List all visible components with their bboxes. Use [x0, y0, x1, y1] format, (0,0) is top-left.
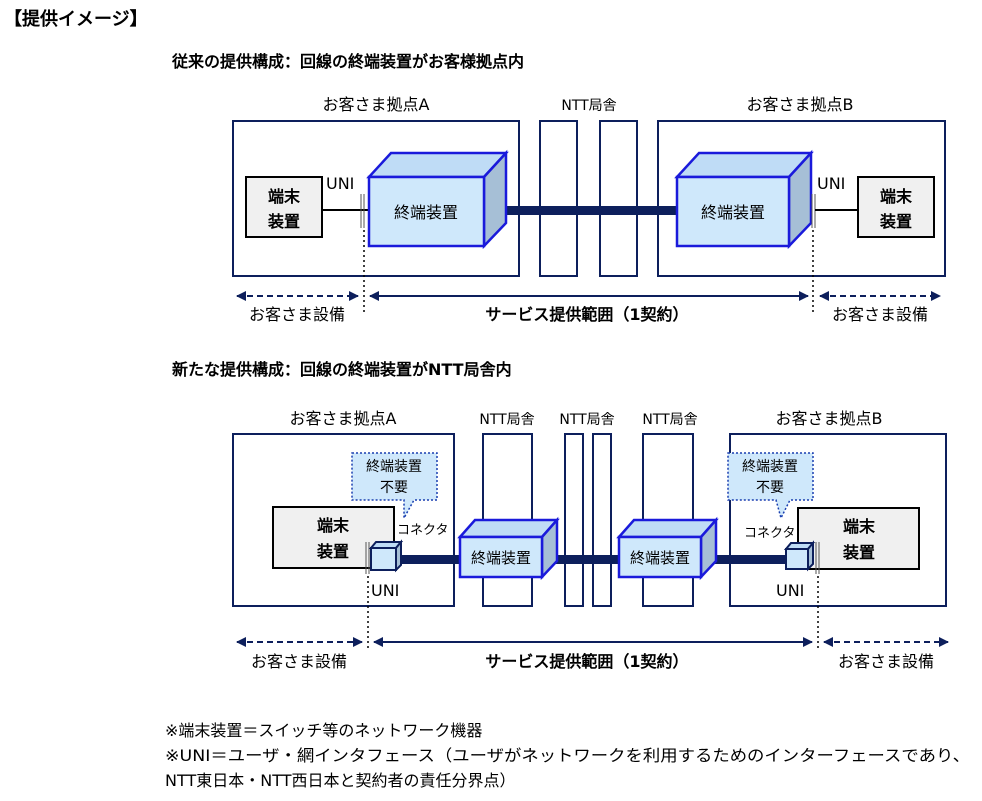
- legacy-site-b-box: [657, 120, 946, 277]
- new-terminal-b-line1: 端末: [843, 517, 876, 536]
- legacy-uni-b-label: UNI: [817, 174, 845, 193]
- new-heading: 新たな提供構成：回線の終端装置がNTT局舎内: [172, 360, 512, 379]
- new-site-b-box: [729, 433, 947, 607]
- new-customer-equipment-a: お客さま設備: [251, 652, 347, 671]
- legacy-site-b-label: お客さま拠点B: [747, 95, 854, 114]
- legacy-onu-b-label: 終端装置: [701, 203, 765, 222]
- legacy-terminal-a: [245, 176, 323, 238]
- legacy-customer-equipment-a: お客さま設備: [249, 305, 345, 324]
- legacy-uni-a-label: UNI: [326, 174, 354, 193]
- legacy-terminal-a-line1: 端末: [268, 187, 301, 206]
- legacy-terminal-b: [857, 176, 935, 238]
- page-title: 【提供イメージ】: [4, 8, 148, 30]
- new-ntt-label-1: NTT局舎: [479, 412, 534, 428]
- new-terminal-a-line1: 端末: [317, 516, 350, 535]
- new-site-a-box: [232, 433, 455, 607]
- legacy-terminal-b-line2: 装置: [879, 212, 912, 231]
- legacy-ntt-pillar: [599, 120, 638, 277]
- new-connector-a: [368, 539, 404, 573]
- new-customer-equipment-b: お客さま設備: [838, 652, 934, 671]
- new-balloon-a: 終端装置 不要: [351, 452, 438, 521]
- new-ntt-pillar: [592, 433, 612, 607]
- legacy-ntt-label: NTT局舎: [561, 98, 616, 114]
- new-onu-1-label: 終端装置: [471, 549, 531, 567]
- new-onu-1: 終端装置: [457, 516, 560, 581]
- new-onu-2: 終端装置: [616, 516, 719, 581]
- new-terminal-b-line2: 装置: [842, 543, 875, 562]
- legacy-site-a-box: [232, 120, 520, 277]
- legacy-site-a-label: お客さま拠点A: [323, 95, 430, 114]
- new-site-a-label: お客さま拠点A: [290, 409, 397, 428]
- new-diagram: お客さま拠点A NTT局舎 NTT局舎 NTT局舎 お客さま拠点B 端末 装置 …: [232, 409, 949, 671]
- new-balloon-b: 終端装置 不要: [727, 452, 814, 521]
- new-ntt-label-2: NTT局舎: [559, 412, 614, 428]
- new-connector-a-label: コネクタ: [397, 523, 448, 538]
- new-trunk-line: [400, 555, 790, 564]
- new-ntt-label-3: NTT局舎: [642, 412, 697, 428]
- legacy-onu-a: 終端装置: [366, 149, 509, 250]
- footnote-2: ※UNI＝ユーザ・網インタフェース（ユーザがネットワークを利用するためのインター…: [165, 746, 970, 765]
- new-ntt-pillar: [564, 433, 584, 607]
- legacy-terminal-b-line1: 端末: [880, 187, 913, 206]
- new-uni-a-label: UNI: [371, 581, 399, 600]
- legacy-onu-b: 終端装置: [674, 149, 814, 250]
- legacy-diagram: お客さま拠点A NTT局舎 お客さま拠点B 端末 装置 UNI 終端装置: [232, 95, 946, 324]
- footnotes: ※端末装置＝スイッチ等のネットワーク機器 ※UNI＝ユーザ・網インタフェース（ユ…: [165, 721, 970, 790]
- new-balloon-a-line2: 不要: [380, 480, 408, 496]
- new-balloon-b-line2: 不要: [756, 480, 784, 496]
- new-connector-b: [783, 540, 816, 572]
- new-balloon-a-line1: 終端装置: [366, 459, 422, 475]
- legacy-customer-equipment-b: お客さま設備: [832, 305, 928, 324]
- new-uni-b-label: UNI: [776, 581, 804, 600]
- legacy-service-scope-label: サービス提供範囲（1契約）: [485, 305, 688, 324]
- new-terminal-a-line2: 装置: [316, 542, 349, 561]
- legacy-heading: 従来の提供構成：回線の終端装置がお客様拠点内: [171, 52, 524, 71]
- footnote-1: ※端末装置＝スイッチ等のネットワーク機器: [165, 721, 482, 740]
- new-onu-2-label: 終端装置: [630, 549, 690, 567]
- new-site-b-label: お客さま拠点B: [776, 409, 883, 428]
- legacy-terminal-a-line2: 装置: [267, 212, 300, 231]
- new-service-scope-label: サービス提供範囲（1契約）: [485, 652, 688, 671]
- legacy-ntt-pillar: [539, 120, 578, 277]
- new-terminal-b: [797, 507, 920, 570]
- legacy-trunk-line: [498, 206, 678, 215]
- legacy-onu-a-label: 終端装置: [394, 203, 458, 222]
- footnote-3: NTT東日本・NTT西日本と契約者の責任分界点）: [165, 771, 515, 790]
- new-connector-b-label: コネクタ: [744, 526, 795, 541]
- new-balloon-b-line1: 終端装置: [742, 459, 798, 475]
